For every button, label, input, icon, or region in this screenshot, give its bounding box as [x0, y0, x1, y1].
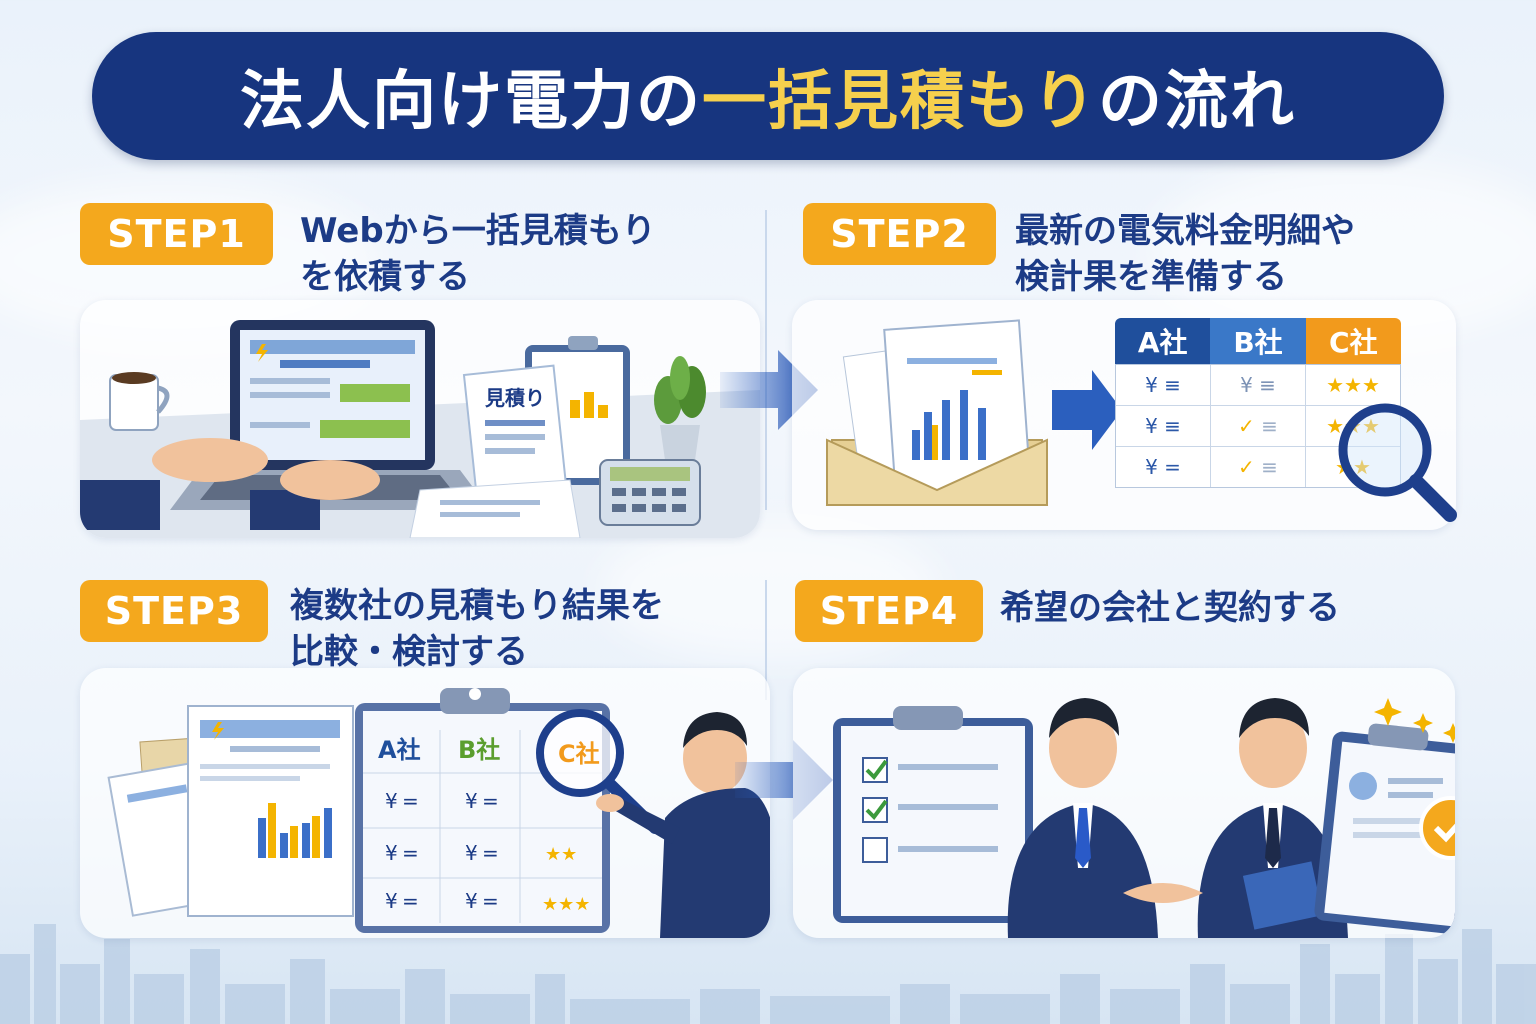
step2-description: 最新の電気料金明細や 検計果を準備する [1015, 208, 1355, 300]
page-title-banner: 法人向け電力の一括見積もりの流れ [92, 32, 1444, 160]
step2-badge: STEP2 [803, 203, 996, 265]
currency-symbol: ¥ [465, 841, 478, 865]
table-header-company-c: C社 [1305, 318, 1401, 364]
approved-check-badge-icon [1419, 796, 1455, 860]
envelope-icon [825, 319, 1049, 506]
column-divider [765, 580, 767, 700]
step3-line2: 比較・検討する [290, 632, 528, 672]
currency-symbol: ¥ [465, 889, 478, 913]
currency-symbol: ¥ [385, 841, 398, 865]
coffee-cup-icon [109, 372, 170, 431]
calculator-icon [599, 459, 701, 526]
step4-badge: STEP4 [795, 580, 983, 642]
table-header-company-a: A社 [1115, 318, 1211, 364]
step4-line1: 希望の会社と契約する [1000, 588, 1340, 628]
step1-line2: を依積する [300, 257, 470, 297]
table-header-company-b: B社 [458, 736, 500, 764]
svg-text:=: = [402, 841, 419, 865]
step2-line2: 検計果を準備する [1015, 257, 1287, 297]
currency-symbol: ¥ [1240, 373, 1253, 397]
step1-line1: Webから一括見積もり [300, 211, 656, 251]
rating-stars-icon: ★★★ [542, 894, 590, 915]
report-documents-icon [107, 705, 354, 917]
svg-text:=: = [482, 789, 499, 813]
step4-description: 希望の会社と契約する [1000, 585, 1340, 631]
businessman-pointing-icon [596, 712, 770, 938]
checklist-clipboard-icon [833, 706, 1033, 923]
contract-clipboard-icon [1314, 723, 1455, 935]
typing-hands-icon [80, 438, 380, 530]
step3-illustration-panel: ¥= ¥= ¥= ¥= ¥= ¥= A社 B社 ★★ ★★★ C社 [80, 668, 770, 938]
svg-text:=: = [482, 889, 499, 913]
rating-stars-icon: ★★ [545, 844, 577, 865]
rating-stars-icon: ★★★ [1326, 373, 1380, 397]
check-icon: ✓ [1238, 414, 1255, 438]
page-title-part2: の流れ [1098, 65, 1296, 139]
step2-line1: 最新の電気料金明細や [1015, 211, 1355, 251]
page-title-highlight: 一括見積もり [702, 65, 1098, 139]
sparkle-icon [1374, 698, 1455, 743]
step3-description: 複数社の見積もり結果を 比較・検討する [290, 583, 664, 675]
check-icon: ✓ [1238, 455, 1255, 479]
plant-icon [654, 356, 706, 460]
currency-symbol: ¥ [1145, 414, 1158, 438]
table-header-company-a: A社 [378, 736, 421, 764]
step1-illustration-panel: 見積り [80, 300, 760, 538]
svg-text:=: = [402, 789, 419, 813]
page-title-part1: 法人向け電力の [240, 65, 702, 139]
papers-icon [409, 479, 581, 538]
step1-description: Webから一括見積もり を依積する [300, 208, 656, 300]
currency-symbol: ¥ [385, 889, 398, 913]
currency-symbol: ¥ [1145, 455, 1158, 479]
table-header-company-b: B社 [1210, 318, 1306, 364]
businessman-right-icon [1197, 698, 1348, 938]
step1-doc-label: 見積り [485, 386, 545, 410]
handshake-icon [1123, 883, 1203, 903]
laptop-icon [170, 320, 490, 510]
city-skyline [0, 924, 1536, 1024]
step3-badge: STEP3 [80, 580, 268, 642]
businessman-left-icon [1007, 698, 1158, 938]
step4-illustration-panel [793, 668, 1455, 938]
step3-line1: 複数社の見積もり結果を [290, 586, 664, 626]
magnifier-icon [1338, 403, 1457, 522]
currency-symbol: ¥ [465, 789, 478, 813]
currency-symbol: ¥ [1145, 373, 1158, 397]
svg-text:=: = [482, 841, 499, 865]
column-divider [765, 210, 767, 510]
svg-text:=: = [402, 889, 419, 913]
currency-symbol: ¥ [385, 789, 398, 813]
small-arrow-icon [1052, 370, 1122, 450]
step1-badge: STEP1 [80, 203, 273, 265]
estimate-document-icon: 見積り [462, 336, 630, 496]
step2-comparison-table: A社 B社 C社 ¥ ≡ ¥ ≡ ★★★ ¥ ≡ ✓ ≡ ★★★ ¥ = ✓ ≡… [1115, 318, 1401, 488]
table-header-company-c: C社 [558, 740, 600, 768]
